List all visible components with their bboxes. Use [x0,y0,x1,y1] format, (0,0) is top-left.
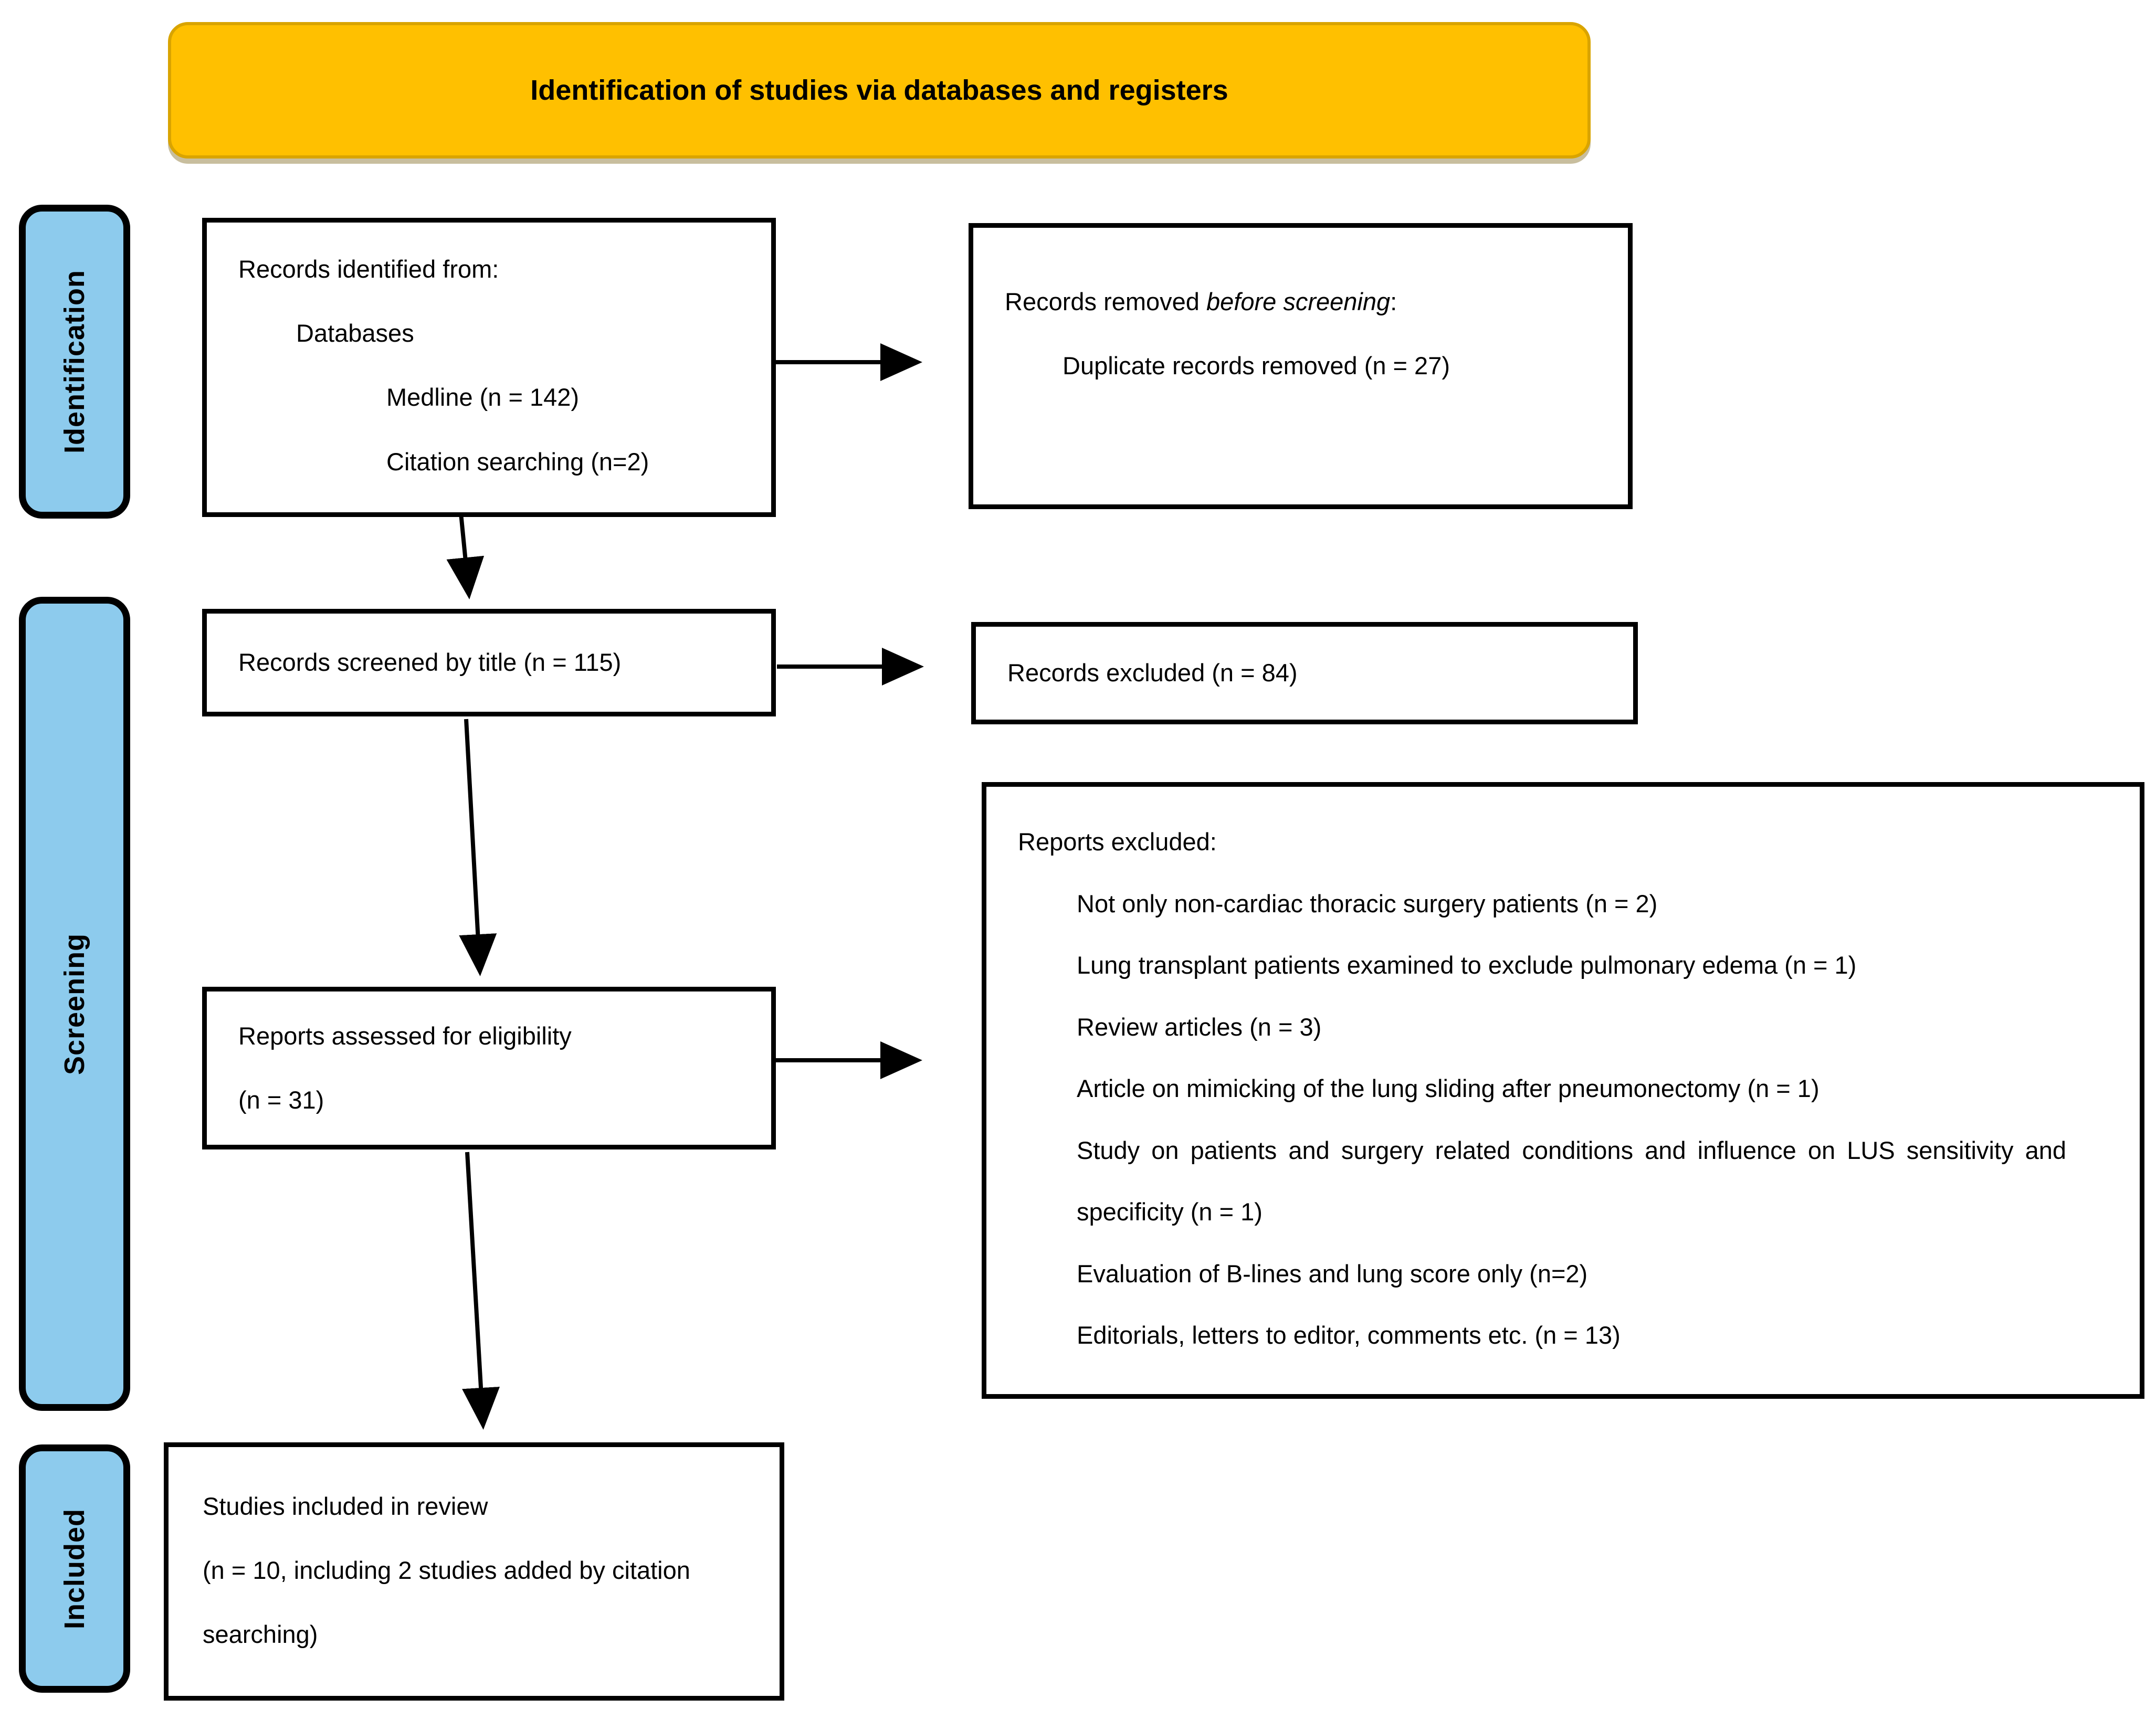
reports-assessed-line2: (n = 31) [238,1086,324,1114]
stage-screening-label: Screening [59,933,90,1075]
records-removed-prefix: Records removed [1005,288,1206,315]
arrow-assessed-to-included [462,1152,500,1430]
banner: Identification of studies via databases … [168,22,1591,159]
studies-included-detail: (n = 10, including 2 studies added by ci… [203,1556,690,1649]
box-reports-excluded: Reports excluded: Not only non-cardiac t… [982,782,2144,1399]
records-removed-italic: before screening [1206,288,1391,315]
reports-excluded-header: Reports excluded: [1018,828,1217,856]
box-studies-included: Studies included in review (n = 10, incl… [164,1442,784,1701]
arrow-screened-to-assessed [459,719,497,976]
exclusion-reason: Lung transplant patients examined to exc… [1077,951,1857,979]
box-records-screened: Records screened by title (n = 115) [202,609,776,716]
stage-included-label: Included [59,1508,91,1629]
studies-included-title: Studies included in review [203,1492,488,1520]
records-identified-databases: Databases [296,319,414,347]
box-records-identified: Records identified from: Databases Medli… [202,218,776,517]
exclusion-reason: Article on mimicking of the lung sliding… [1077,1074,1820,1102]
exclusion-reason: Study on patients and surgery related co… [1077,1136,2066,1226]
records-identified-heading: Records identified from: [238,255,499,283]
stage-included: Included [19,1444,130,1693]
records-removed-duplicates: Duplicate records removed (n = 27) [1063,352,1450,380]
records-excluded-text: Records excluded (n = 84) [1007,659,1298,687]
exclusion-reason: Not only non-cardiac thoracic surgery pa… [1077,889,1658,917]
records-screened-text: Records screened by title (n = 115) [238,648,622,677]
exclusion-reason: Review articles (n = 3) [1077,1012,1322,1041]
stage-screening: Screening [19,597,130,1411]
stage-identification: Identification [19,205,130,519]
box-records-removed: Records removed before screening: Duplic… [969,223,1633,509]
exclusion-reason: Evaluation of B-lines and lung score onl… [1077,1259,1588,1288]
banner-title: Identification of studies via databases … [530,75,1228,106]
box-reports-assessed: Reports assessed for eligibility (n = 31… [202,987,776,1149]
records-identified-medline: Medline (n = 142) [386,383,580,412]
records-removed-suffix: : [1390,288,1397,315]
exclusion-reason: Editorials, letters to editor, comments … [1077,1321,1621,1349]
box-records-excluded: Records excluded (n = 84) [971,622,1638,724]
stage-identification-label: Identification [59,270,90,453]
records-identified-citation: Citation searching (n=2) [386,447,649,476]
reports-assessed-line1: Reports assessed for eligibility [238,1021,572,1050]
arrow-identified-to-screened [446,513,485,599]
records-removed-heading: Records removed before screening: [1005,270,1607,334]
